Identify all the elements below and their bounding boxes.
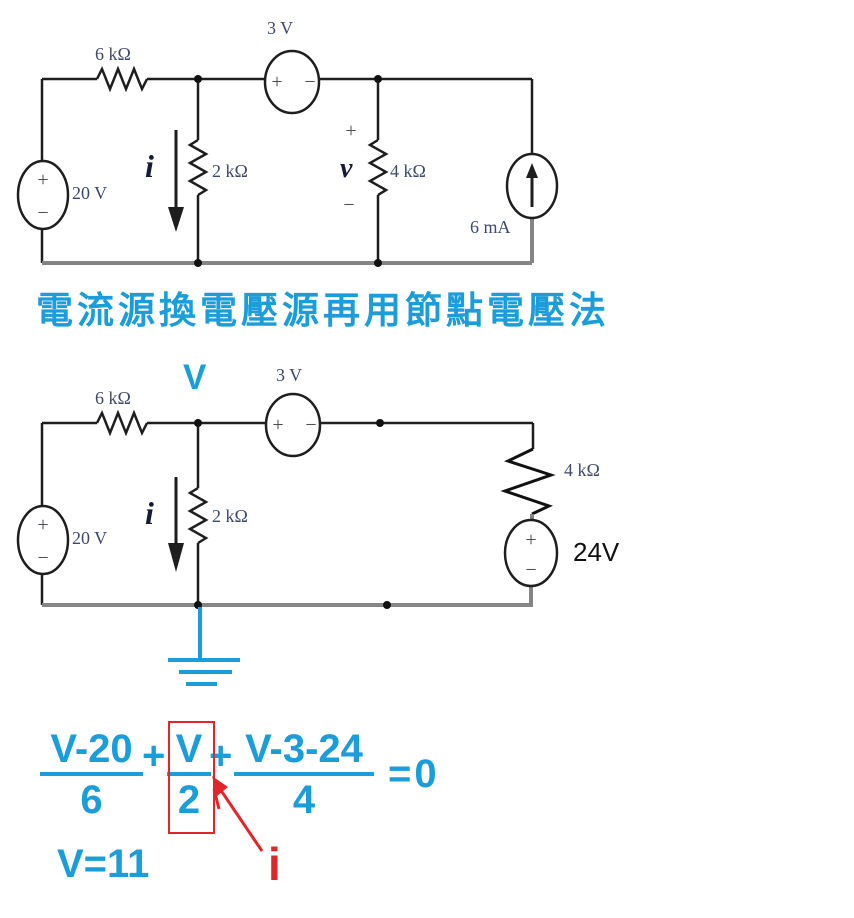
c1-resistor-2k (187, 138, 209, 197)
equals-zero: =0 (388, 752, 440, 796)
c1-current-i-label: i (145, 148, 154, 184)
c2-resistor-4k-handdrawn (500, 447, 556, 516)
c1-node-dot (374, 75, 382, 83)
c2-resistor-6k (95, 409, 149, 437)
c2-node-dot (194, 419, 202, 427)
c1-v-minus: − (343, 194, 355, 216)
solution-text: V=11 (57, 842, 150, 886)
annotated-current-label: i (268, 838, 281, 890)
c1-resistor-6k-label: 6 kΩ (95, 44, 131, 64)
c2-i-arrowhead (168, 543, 184, 572)
c2-node-v-label: V (183, 358, 207, 397)
c2-20v-source (16, 504, 70, 576)
frac2-denominator: 2 (177, 778, 201, 822)
highlight-box (168, 721, 215, 834)
frac1-denominator: 6 (80, 778, 103, 822)
c1-node-dot (374, 259, 382, 267)
fraction-bar (40, 772, 143, 776)
fraction-term-1: V-20 6 (40, 729, 143, 820)
c2-24v-plus: + (525, 529, 537, 551)
c2-24v-label: 24V (573, 537, 620, 567)
c1-resistor-4k (367, 138, 389, 197)
c1-20v-plus: + (37, 169, 49, 191)
c1-current-source-arrowhead (526, 163, 538, 178)
circuit2-diagram (16, 392, 559, 686)
c1-20v-label: 20 V (72, 183, 108, 203)
c1-resistor-4k-label: 4 kΩ (390, 161, 426, 181)
c2-resistor-4k-label: 4 kΩ (564, 460, 600, 480)
c1-resistor-6k (95, 65, 149, 93)
c1-resistor-2k-label: 2 kΩ (212, 161, 248, 181)
c1-node-dot (194, 75, 202, 83)
c2-resistor-2k-label: 2 kΩ (212, 506, 248, 526)
c2-resistor-6k-label: 6 kΩ (95, 388, 131, 408)
circuit1-diagram (16, 49, 559, 267)
c2-24v-minus: − (525, 559, 537, 581)
c2-resistor-2k (187, 486, 209, 545)
c2-24v-source (503, 518, 559, 588)
plus-sign-1: + (142, 734, 166, 778)
c2-3v-plus: + (272, 414, 284, 436)
c2-3v-label: 3 V (276, 365, 303, 385)
fraction-bar (234, 772, 374, 776)
c1-i-arrowhead (168, 207, 184, 232)
method-heading: 電流源換電壓源再用節點電壓法 (36, 290, 610, 331)
c2-node-dot (383, 601, 391, 609)
c1-3v-source (263, 49, 321, 115)
fraction-bar (167, 772, 211, 776)
c2-20v-minus: − (37, 547, 49, 569)
c2-3v-minus: − (305, 414, 317, 436)
frac2-numerator: V (175, 727, 203, 771)
fraction-term-3: V-3-24 4 (234, 729, 374, 820)
c1-3v-label: 3 V (267, 18, 294, 38)
c2-3v-source (264, 392, 322, 458)
c1-6ma-label: 6 mA (470, 217, 511, 237)
frac3-numerator: V-3-24 (245, 727, 363, 771)
c1-3v-plus: + (271, 71, 283, 93)
frac3-denominator: 4 (292, 778, 316, 822)
red-arrow-line (214, 782, 264, 852)
ground-icon (168, 607, 240, 686)
c1-node-dot (194, 259, 202, 267)
c2-20v-label: 20 V (72, 528, 108, 548)
fraction-term-2: V 2 (167, 729, 211, 820)
c2-current-i-label: i (145, 495, 154, 531)
c1-3v-minus: − (304, 71, 316, 93)
c1-20v-minus: − (37, 202, 49, 224)
c2-node-dot (376, 419, 384, 427)
c1-20v-source (16, 159, 70, 231)
frac1-numerator: V-20 (50, 727, 133, 771)
c1-v-plus: + (345, 120, 357, 142)
c2-20v-plus: + (37, 514, 49, 536)
c1-voltage-v-label: v (340, 153, 353, 184)
